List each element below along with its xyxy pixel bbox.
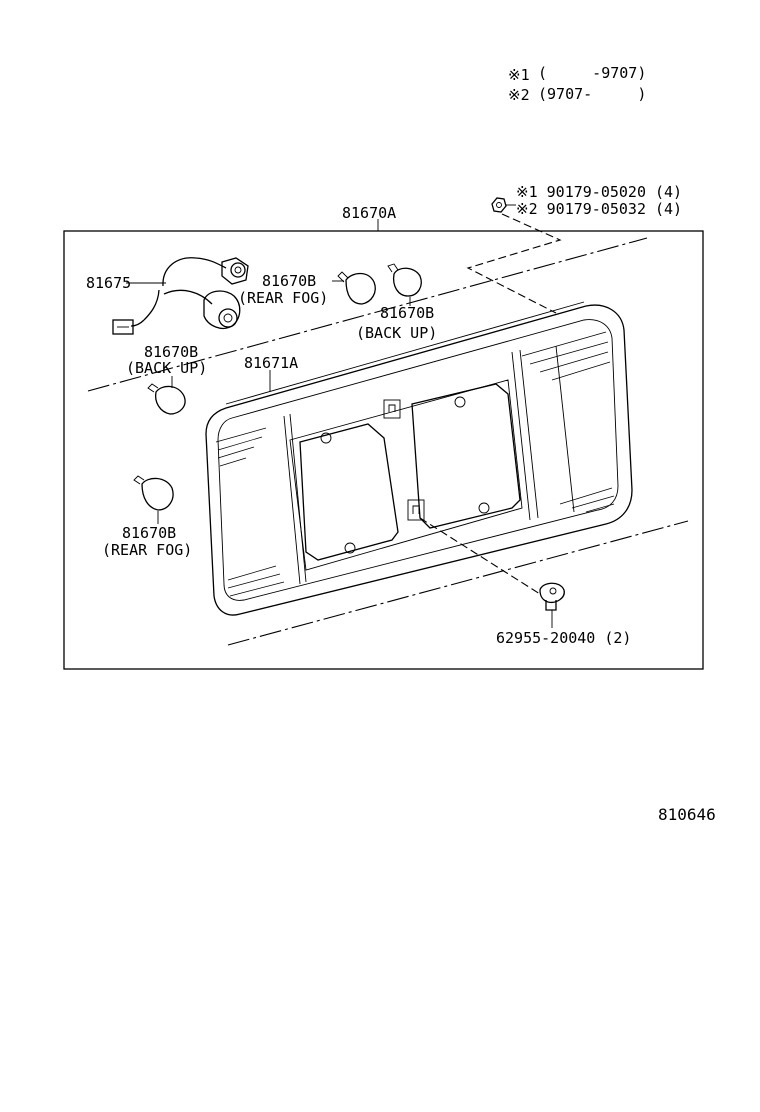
wire-harness-part	[112, 257, 249, 335]
label-rear-fog-top-desc: (REAR FOG)	[238, 289, 328, 307]
label-back-up-left-desc: (BACK UP)	[126, 359, 207, 377]
label-nut-2: ※2 90179-05032 (4)	[516, 200, 682, 218]
flange-nut-part	[491, 197, 516, 213]
figure-id: 810646	[658, 805, 716, 824]
assembly-frame	[63, 230, 704, 670]
rear-lens-assembly-part	[205, 301, 633, 616]
note1-range: ( -9707)	[538, 64, 646, 82]
label-back-up-left-num: 81670B	[144, 343, 198, 361]
nut-dashed-leader	[466, 213, 562, 314]
mount-line-upper	[87, 237, 648, 392]
label-rear-fog-bottom-desc: (REAR FOG)	[102, 541, 192, 559]
label-81670A: 81670A	[342, 204, 396, 222]
bulb-back-up-top-part	[387, 263, 422, 297]
screw-part	[539, 582, 565, 611]
label-rear-fog-top-num: 81670B	[262, 272, 316, 290]
label-back-up-top-desc: (BACK UP)	[356, 324, 437, 342]
label-81675: 81675	[86, 274, 131, 292]
bulb-back-up-left-part	[147, 383, 186, 415]
label-81671A: 81671A	[244, 354, 298, 372]
label-rear-fog-bottom-num: 81670B	[122, 524, 176, 542]
bulb-rear-fog-top-part	[337, 271, 376, 305]
bulb-rear-fog-bottom-part	[133, 475, 174, 511]
date-range-legend: ※1 ( -9707) ※2 (9707- )	[508, 64, 646, 104]
note2-mark: ※2	[508, 86, 530, 104]
note2-range: (9707- )	[538, 85, 646, 103]
mount-line-lower	[227, 520, 689, 646]
label-back-up-top-num: 81670B	[380, 304, 434, 322]
label-screw: 62955-20040 (2)	[496, 629, 631, 647]
note1-mark: ※1	[508, 66, 530, 84]
label-nut-1: ※1 90179-05020 (4)	[516, 183, 682, 201]
